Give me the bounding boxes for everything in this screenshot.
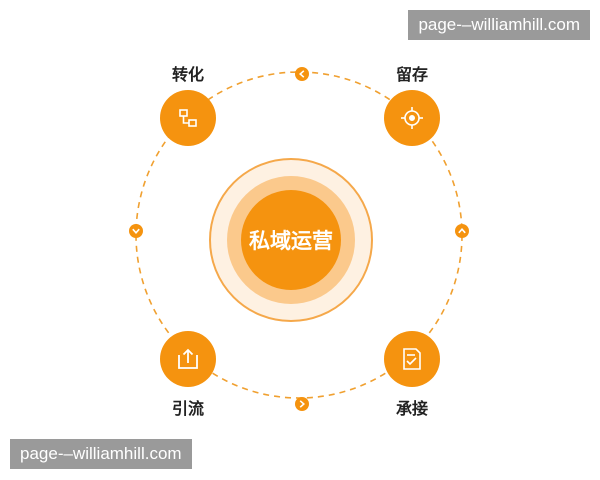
- watermark-bottom: page-–williamhill.com: [10, 439, 192, 469]
- node-convert-label: 转化: [172, 65, 204, 84]
- watermark-top: page-–williamhill.com: [408, 10, 590, 40]
- arrow-up-icon: [455, 224, 469, 238]
- node-acquire-label: 引流: [172, 399, 204, 418]
- arrow-right-icon: [295, 397, 309, 411]
- node-connect-label: 承接: [396, 399, 428, 418]
- node-convert: 转化: [160, 65, 216, 146]
- arrow-left-icon: [295, 67, 309, 81]
- node-acquire: 引流: [160, 331, 216, 418]
- node-retain: 留存: [384, 65, 440, 146]
- center-label: 私域运营: [249, 229, 333, 253]
- target-icon: [401, 107, 423, 129]
- center-core: [241, 190, 341, 290]
- node-connect-circle: [384, 331, 440, 387]
- node-convert-circle: [160, 90, 216, 146]
- arrow-down-icon: [129, 224, 143, 238]
- flowchart-icon: [179, 109, 197, 127]
- document-check-icon: [403, 348, 421, 370]
- node-connect: 承接: [384, 331, 440, 418]
- upload-tray-icon: [178, 348, 198, 369]
- node-retain-label: 留存: [396, 65, 428, 84]
